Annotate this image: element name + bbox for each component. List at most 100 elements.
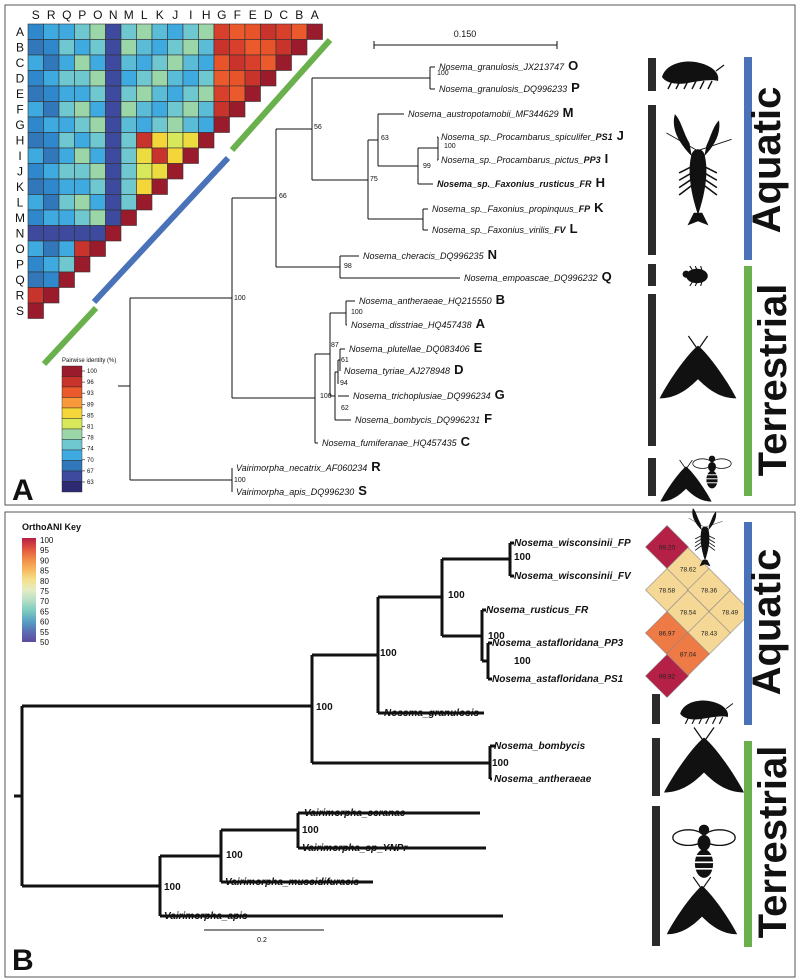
matrix-cell [89, 132, 106, 149]
matrix-row-label: A [16, 25, 24, 39]
matrix-column-label: F [234, 8, 241, 22]
matrix-column-label: B [295, 8, 303, 22]
ani-value: 86.97 [659, 631, 676, 638]
ani-value: 78.54 [680, 610, 697, 617]
matrix-cell [244, 54, 261, 71]
matrix-row-label: L [17, 195, 24, 209]
matrix-cell [43, 23, 60, 40]
matrix-legend-swatch [61, 418, 83, 430]
matrix-cell [58, 54, 75, 71]
matrix-cell [213, 70, 230, 87]
matrix-row-label: I [18, 149, 21, 163]
matrix-legend-swatch [61, 439, 83, 451]
taxon-name: Nosema_bombycis_DQ996231 [355, 415, 480, 425]
taxon-code: M [563, 105, 574, 120]
matrix-cell [74, 85, 91, 102]
matrix-cell [244, 23, 261, 40]
matrix-cell [229, 23, 246, 40]
bootstrap-value: 100 [444, 143, 456, 150]
matrix-cell [58, 178, 75, 195]
matrix-cell [89, 39, 106, 56]
matrix-cell [27, 163, 44, 180]
ortho-key-tick-label: 75 [40, 587, 49, 596]
tree-tip-label: Nosema_astafloridana_PP3 [492, 638, 624, 649]
matrix-legend-swatch [61, 376, 83, 388]
moth-icon [660, 459, 712, 502]
matrix-cell [198, 70, 215, 87]
matrix-cell [74, 70, 91, 87]
leafhopper-icon [682, 265, 708, 287]
matrix-cell [27, 70, 44, 87]
matrix-cell [27, 39, 44, 56]
matrix-cell [275, 23, 292, 40]
tree-tip-label: Nosema_rusticus_FR [486, 605, 589, 616]
bootstrap-value: 100 [437, 70, 449, 77]
matrix-cell [229, 85, 246, 102]
matrix-cell [27, 302, 44, 319]
matrix-cell [244, 70, 261, 87]
matrix-cell [89, 85, 106, 102]
matrix-cell [89, 101, 106, 118]
matrix-cell [89, 178, 106, 195]
matrix-cell [43, 209, 60, 226]
matrix-cell [27, 225, 44, 242]
taxon-code: G [495, 387, 505, 402]
matrix-cell [120, 23, 137, 40]
matrix-cell [89, 147, 106, 164]
bootstrap-value: 100 [320, 393, 332, 400]
taxon-strain: FP [579, 204, 591, 214]
matrix-cell [105, 54, 122, 71]
matrix-cell [167, 54, 184, 71]
matrix-cell [89, 163, 106, 180]
matrix-column-label: D [264, 8, 273, 22]
matrix-cell [105, 194, 122, 211]
bootstrap-value: 100 [226, 850, 243, 861]
ortho-key-title: OrthoANI Key [22, 522, 81, 532]
ortho-key-colorbar [22, 538, 36, 642]
matrix-cell [151, 70, 168, 87]
matrix-cell [260, 54, 277, 71]
matrix-cell [74, 54, 91, 71]
matrix-row-label: K [16, 180, 24, 194]
matrix-cell [58, 70, 75, 87]
matrix-row-label: H [16, 133, 25, 147]
matrix-cell [27, 85, 44, 102]
matrix-cell [27, 209, 44, 226]
matrix-cell [74, 23, 91, 40]
bootstrap-value: 100 [514, 656, 531, 667]
matrix-cell [151, 147, 168, 164]
matrix-cell [105, 178, 122, 195]
taxon-code: J [617, 128, 624, 143]
matrix-cell [43, 271, 60, 288]
matrix-cell [27, 101, 44, 118]
matrix-cell [105, 39, 122, 56]
matrix-cell [27, 54, 44, 71]
bee-icon [672, 824, 736, 878]
scale-bar-label: 0.2 [257, 937, 267, 944]
matrix-legend-tick-label: 78 [87, 436, 94, 442]
matrix-cell [213, 116, 230, 133]
matrix-cell [136, 101, 153, 118]
matrix-cell [244, 39, 261, 56]
ani-value: 99.20 [659, 545, 676, 552]
bootstrap-value: 99 [423, 163, 431, 170]
ortho-key-tick-label: 55 [40, 628, 49, 637]
taxon-code: H [596, 175, 605, 190]
matrix-cell [198, 39, 215, 56]
taxon-code: K [594, 200, 604, 215]
matrix-cell [43, 39, 60, 56]
crayfish-icon [666, 114, 732, 226]
matrix-cell [120, 147, 137, 164]
matrix-cell [43, 225, 60, 242]
matrix-cell [213, 39, 230, 56]
panel-b-frame [4, 511, 796, 978]
matrix-cell [105, 116, 122, 133]
taxon-code: P [571, 80, 580, 95]
